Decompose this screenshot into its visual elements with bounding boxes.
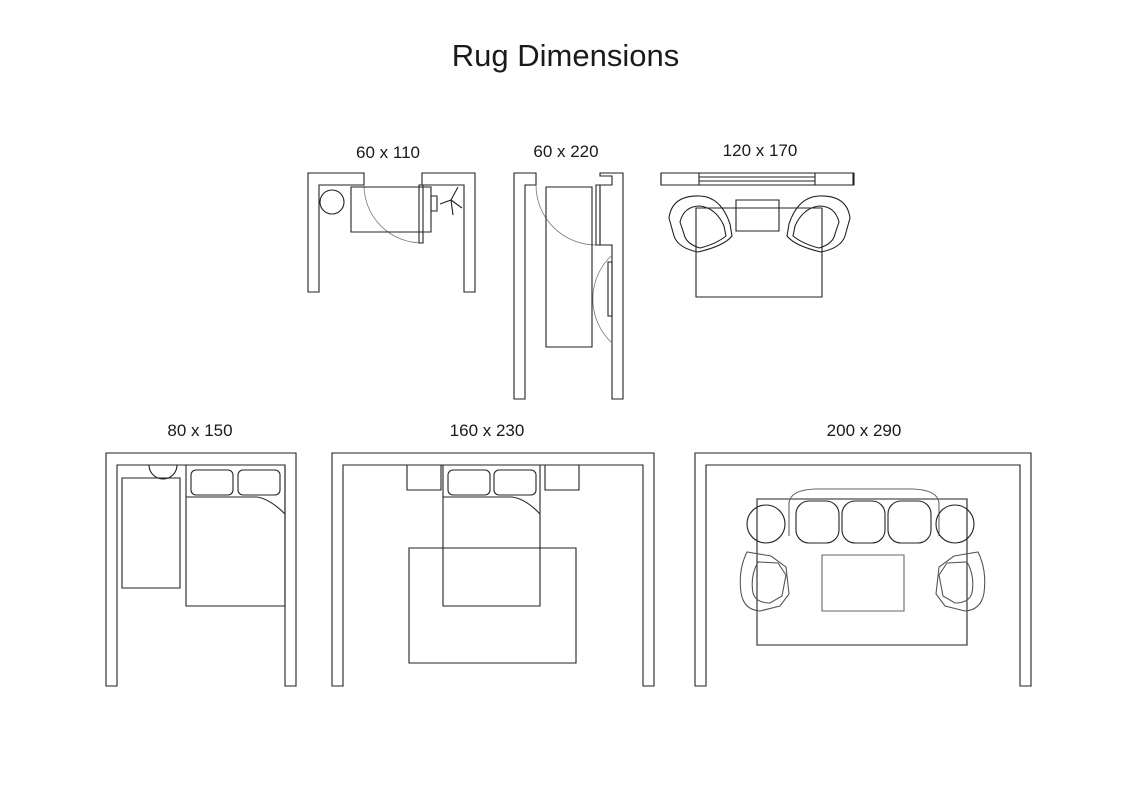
rug (546, 187, 592, 347)
rug (757, 499, 967, 645)
rug (409, 548, 576, 663)
label-80x150: 80 x 150 (167, 421, 233, 440)
pillow (238, 470, 280, 495)
side-table-icon (747, 505, 785, 543)
page-title: Rug Dimensions (451, 38, 680, 73)
plan-160x230 (332, 453, 654, 686)
door-swing-arc (536, 185, 596, 245)
armchair-icon (787, 196, 850, 252)
side-table (736, 200, 779, 231)
plan-80x150 (106, 453, 296, 686)
wall-outline (106, 453, 296, 686)
door-leaf (419, 185, 423, 243)
armchair-icon (740, 552, 789, 611)
duvet-fold (443, 497, 540, 514)
plan-60x110 (308, 173, 475, 292)
plan-60x220 (514, 173, 623, 399)
label-200x290: 200 x 290 (826, 421, 902, 440)
door-leaf (596, 185, 600, 245)
wall-outline (514, 173, 536, 399)
coffee-table (822, 555, 904, 611)
nightstand-lamp-icon (149, 465, 177, 479)
pillow (191, 470, 233, 495)
sofa-back (789, 489, 939, 536)
window-pane (815, 173, 853, 185)
label-120x170: 120 x 170 (722, 141, 798, 160)
window-frame (661, 173, 854, 185)
nightstand (407, 465, 441, 490)
door-swing-arc (364, 185, 422, 243)
sofa-cushion (842, 501, 885, 543)
wall-outline (332, 453, 654, 686)
side-table-icon (320, 190, 344, 214)
label-60x110: 60 x 110 (356, 143, 420, 162)
pillow (494, 470, 536, 495)
wall-outline (695, 453, 1031, 686)
console-table (431, 196, 437, 211)
sofa-cushion (888, 501, 931, 543)
duvet-fold (186, 497, 285, 514)
label-60x220: 60 x 220 (533, 142, 599, 161)
plan-200x290 (695, 453, 1031, 686)
bed (186, 465, 285, 606)
chair-icon (440, 187, 462, 215)
sofa-cushion (796, 501, 839, 543)
label-160x230: 160 x 230 (449, 421, 525, 440)
rug (122, 478, 180, 588)
door-leaf (608, 262, 612, 316)
door-swing-arc (593, 255, 612, 343)
side-table-icon (936, 505, 974, 543)
armchair-icon (669, 196, 732, 252)
armchair-icon (936, 552, 985, 611)
nightstand (545, 465, 579, 490)
rug (696, 208, 822, 297)
bed (443, 465, 540, 606)
plan-120x170 (661, 173, 854, 297)
window-pane (661, 173, 699, 185)
pillow (448, 470, 490, 495)
